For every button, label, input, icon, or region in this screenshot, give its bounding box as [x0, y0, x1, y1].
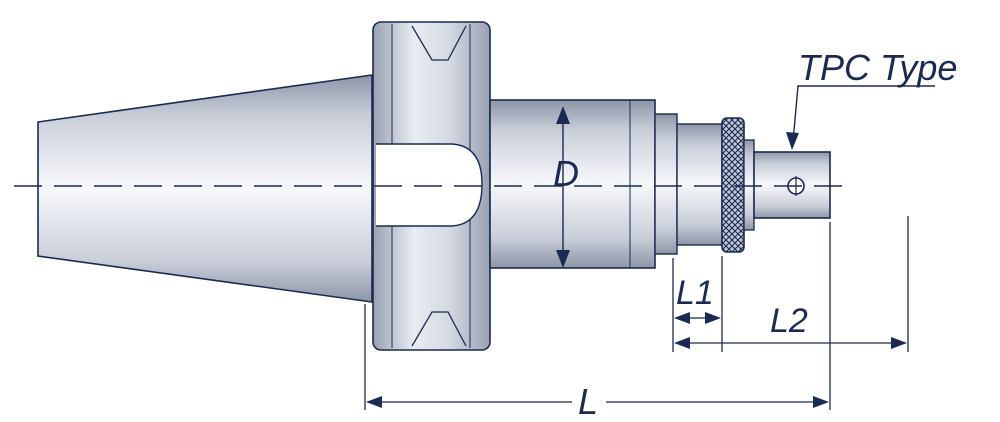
nut-ring: [743, 139, 755, 231]
l-label: L: [578, 381, 598, 422]
l2-arrow-right: [891, 337, 907, 349]
drive-key-slot: [376, 143, 483, 227]
d-arrow-bottom: [556, 250, 570, 268]
l1-label: L1: [676, 274, 714, 312]
d-label: D: [553, 153, 579, 194]
l-arrow-left: [366, 396, 382, 408]
l2-arrow-left: [674, 337, 690, 349]
l2-label: L2: [770, 302, 808, 340]
collar: [654, 113, 678, 255]
flange-v-groove: [411, 25, 467, 347]
l-arrow-right: [813, 396, 829, 408]
knurled-nut: [721, 117, 745, 253]
l1-arrow-left: [674, 312, 690, 324]
holder-body: [489, 99, 656, 269]
tpc-leader-arrow: [786, 132, 799, 150]
neck: [676, 123, 723, 246]
l1-arrow-right: [705, 312, 721, 324]
tpc-leader-line: [792, 85, 935, 143]
d-arrow-top: [556, 106, 570, 124]
tpc-type-label: TPC Type: [798, 47, 957, 88]
taper-shank: [37, 74, 373, 303]
